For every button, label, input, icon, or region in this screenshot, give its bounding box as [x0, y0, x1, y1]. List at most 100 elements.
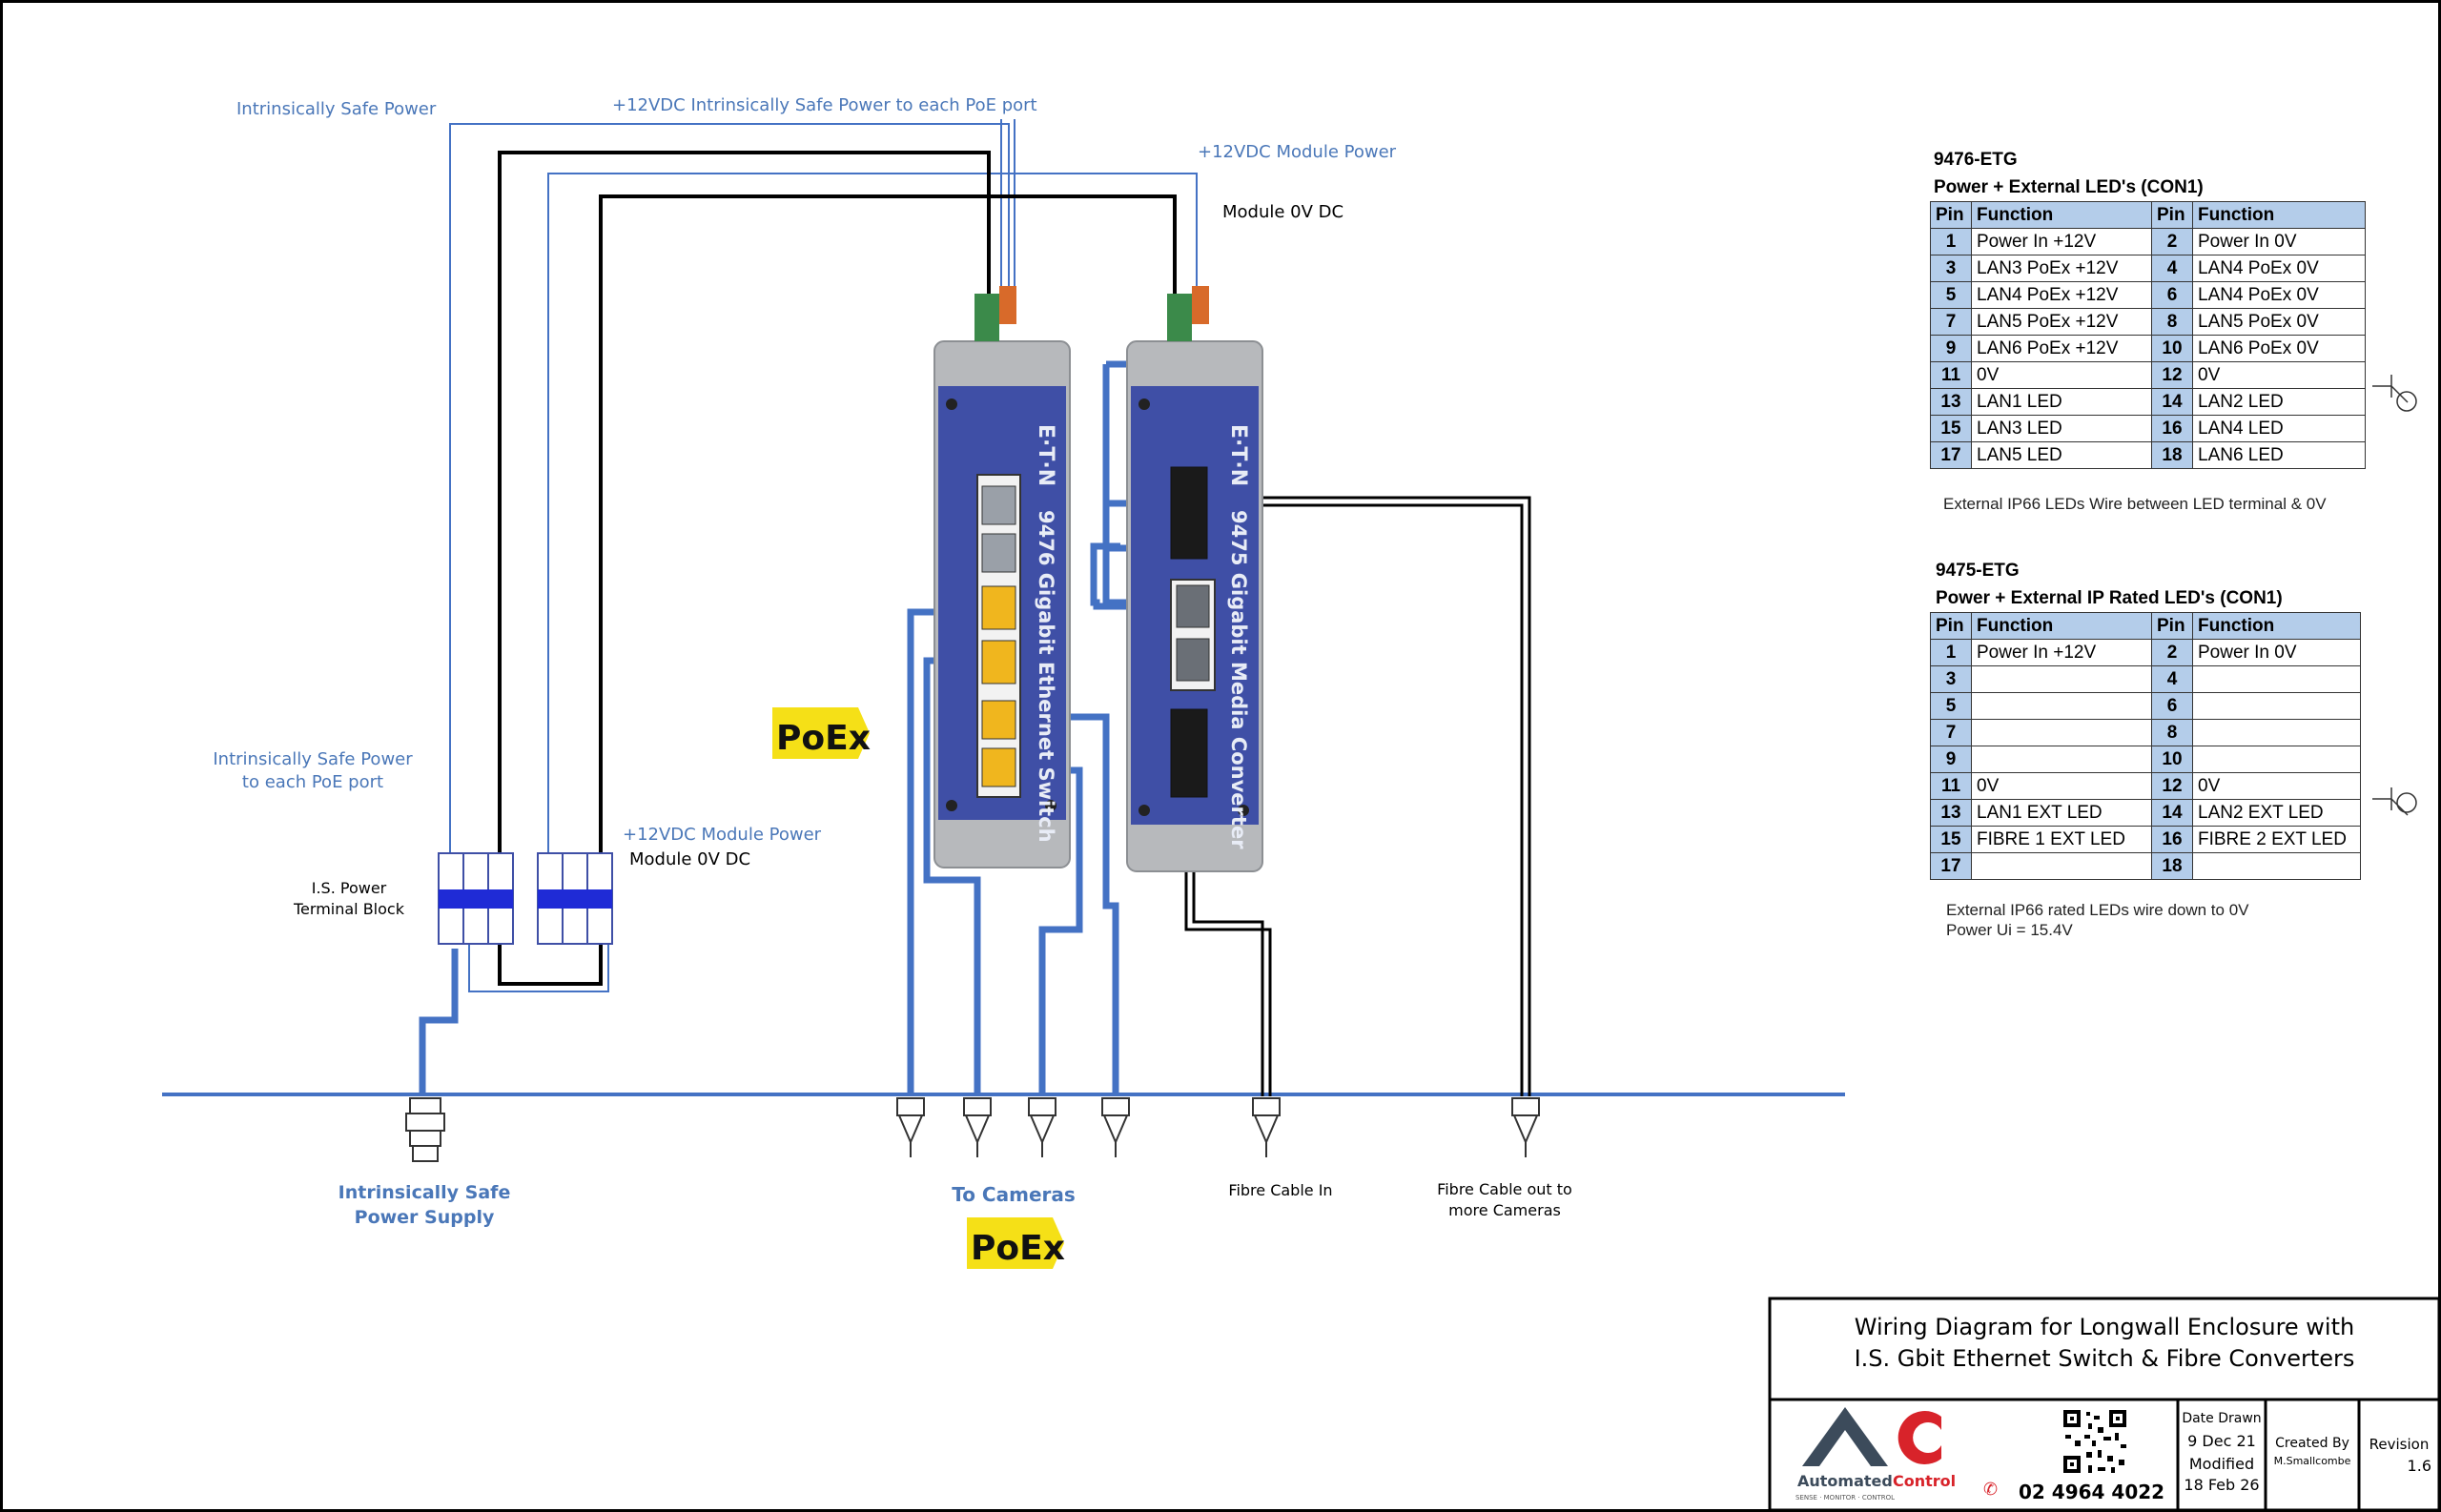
camera-gland-3	[1028, 1097, 1056, 1157]
col-header: Function	[1971, 612, 2152, 640]
table-9475-model: 9475-ETG	[1936, 561, 2020, 581]
fibre-out-gland	[1511, 1097, 1540, 1157]
pin-number: 9	[1930, 746, 1972, 773]
pin-number: 17	[1930, 852, 1972, 880]
pin-number: 16	[2151, 415, 2193, 442]
pin-function: LAN5 PoEx 0V	[2192, 308, 2366, 336]
converter-brand: E·T·N	[1226, 424, 1250, 486]
label-is-power-left-2: to each PoE port	[242, 772, 383, 792]
pin-function: Power In 0V	[2192, 639, 2361, 666]
col-header: Pin	[2151, 612, 2193, 640]
pin-number: 10	[2151, 746, 2193, 773]
media-converter-9475: E·T·N 9475 Gigabit Media Converter	[1126, 286, 1263, 872]
table-9475-note-2: Power Ui = 15.4V	[1946, 921, 2073, 939]
pin-function: LAN4 LED	[2192, 415, 2366, 442]
pin-function: Power In +12V	[1971, 639, 2152, 666]
col-header: Pin	[1930, 612, 1972, 640]
pin-number: 8	[2151, 308, 2193, 336]
col-header: Function	[2192, 612, 2361, 640]
fibre-in-gland	[1252, 1097, 1281, 1157]
poex-text-middle: PoEx	[776, 719, 871, 758]
converter-lan-port-1	[1176, 584, 1210, 628]
pin-function: FIBRE 1 EXT LED	[1971, 826, 2152, 853]
pin-number: 12	[2151, 772, 2193, 800]
table-row: 9 10	[1930, 746, 2361, 773]
pin-function	[1971, 852, 2152, 880]
poex-logo-middle: PoEx	[772, 707, 871, 759]
converter-power-connector	[1167, 294, 1192, 341]
pin-number: 11	[1930, 361, 1972, 389]
pin-function: 0V	[1971, 772, 2152, 800]
pin-function: LAN5 LED	[1971, 441, 2152, 469]
company-name-1: Automated	[1797, 1472, 1893, 1490]
fibre-port-1	[1170, 466, 1208, 560]
pin-function: Power In +12V	[1971, 228, 2152, 255]
pin-number: 8	[2151, 719, 2193, 746]
camera-gland-4	[1101, 1097, 1130, 1157]
pin-function	[2192, 852, 2361, 880]
pin-function	[1971, 719, 2152, 746]
pin-function: LAN1 EXT LED	[1971, 799, 2152, 827]
phone-number: 02 4964 4022	[2019, 1481, 2164, 1503]
label-is-power-poe-top: +12VDC Intrinsically Safe Power to each …	[612, 95, 1037, 115]
ethernet-switch-9476: E·T·N 9476 Gigabit Ethernet Switch	[933, 286, 1071, 868]
pin-number: 10	[2151, 335, 2193, 362]
pin-number: 17	[1930, 441, 1972, 469]
table-9476-title: Power + External LED's (CON1)	[1934, 177, 2204, 197]
modified-label: Modified	[2188, 1455, 2255, 1473]
pin-number: 5	[1930, 692, 1972, 720]
created-by: M.Smallcombe	[2273, 1455, 2351, 1467]
pin-function: Power In 0V	[2192, 228, 2366, 255]
switch-power-plug	[999, 286, 1016, 324]
pin-number: 2	[2151, 228, 2193, 255]
table-9476-model: 9476-ETG	[1934, 150, 2018, 170]
earth-symbols	[2372, 375, 2417, 816]
company-logo	[1802, 1407, 1941, 1466]
label-is-power-left-1: Intrinsically Safe Power	[213, 749, 413, 769]
drawing-title-1: Wiring Diagram for Longwall Enclosure wi…	[1854, 1314, 2355, 1340]
pin-number: 1	[1930, 639, 1972, 666]
qr-code	[2062, 1409, 2127, 1474]
pin-function	[2192, 665, 2361, 693]
converter-model-label: 9475 Gigabit Media Converter	[1227, 510, 1250, 849]
pin-function: LAN1 LED	[1971, 388, 2152, 416]
label-is-supply-1: Intrinsically Safe	[338, 1182, 511, 1203]
pin-function: FIBRE 2 EXT LED	[2192, 826, 2361, 853]
date-drawn-label: Date Drawn	[2182, 1411, 2262, 1426]
phone-icon: ✆	[1983, 1480, 1998, 1500]
is-power-terminal-block	[438, 852, 613, 945]
label-is-supply-2: Power Supply	[355, 1207, 495, 1228]
label-fibre-out-1: Fibre Cable out to	[1437, 1180, 1572, 1198]
pin-function: 0V	[1971, 361, 2152, 389]
pin-function	[1971, 692, 2152, 720]
pin-number: 18	[2151, 441, 2193, 469]
pin-number: 2	[2151, 639, 2193, 666]
pin-function: 0V	[2192, 361, 2366, 389]
col-header: Pin	[2151, 201, 2193, 229]
pin-number: 6	[2151, 692, 2193, 720]
pin-number: 14	[2151, 388, 2193, 416]
label-to-cameras: To Cameras	[952, 1183, 1076, 1206]
converter-lan-port-2	[1176, 638, 1210, 682]
pin-function: LAN3 LED	[1971, 415, 2152, 442]
label-module-power-mid: +12VDC Module Power	[623, 825, 822, 845]
pin-number: 4	[2151, 665, 2193, 693]
pin-number: 9	[1930, 335, 1972, 362]
company-name-2: Control	[1893, 1472, 1956, 1490]
col-header: Function	[1971, 201, 2152, 229]
pin-number: 15	[1930, 415, 1972, 442]
pin-number: 13	[1930, 799, 1972, 827]
pin-number: 1	[1930, 228, 1972, 255]
